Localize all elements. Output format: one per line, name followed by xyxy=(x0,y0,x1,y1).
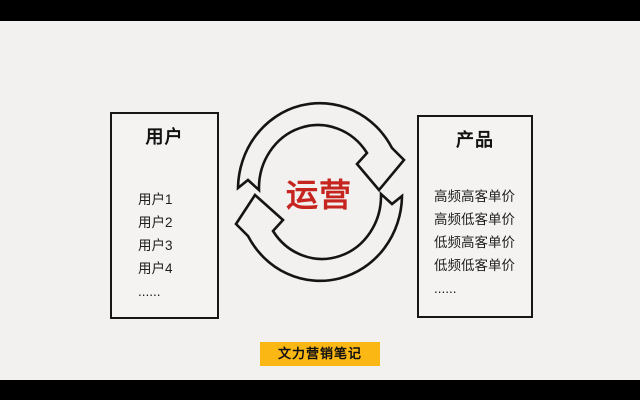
users-box-title: 用户 xyxy=(145,127,184,147)
operations-label: 运营 xyxy=(285,177,352,213)
letterbox-top xyxy=(0,0,640,21)
products-box: 产品 高频高客单价 高频低客单价 低频高客单价 低频低客单价 ...... xyxy=(417,115,533,318)
list-item: 高频低客单价 xyxy=(434,212,515,227)
watermark-badge: 文力营销笔记 xyxy=(260,342,380,366)
slide-canvas: 用户 用户1 用户2 用户3 用户4 ...... 产品 高频高客单价 高频低客… xyxy=(0,21,640,380)
users-box: 用户 用户1 用户2 用户3 用户4 ...... xyxy=(110,112,219,319)
list-item: 用户3 xyxy=(138,238,173,253)
list-item: 低频低客单价 xyxy=(434,258,515,273)
products-box-title: 产品 xyxy=(456,130,494,150)
list-item: ...... xyxy=(434,281,457,296)
list-item: ...... xyxy=(138,284,161,299)
users-list: 用户1 用户2 用户3 用户4 ...... xyxy=(112,188,217,303)
list-item: 高频高客单价 xyxy=(434,189,515,204)
list-item: 用户2 xyxy=(138,215,173,230)
list-item: 低频高客单价 xyxy=(434,235,515,250)
products-list: 高频高客单价 高频低客单价 低频高客单价 低频低客单价 ...... xyxy=(419,185,531,300)
list-item: 用户1 xyxy=(138,192,173,207)
letterbox-bottom xyxy=(0,380,640,400)
list-item: 用户4 xyxy=(138,261,173,276)
